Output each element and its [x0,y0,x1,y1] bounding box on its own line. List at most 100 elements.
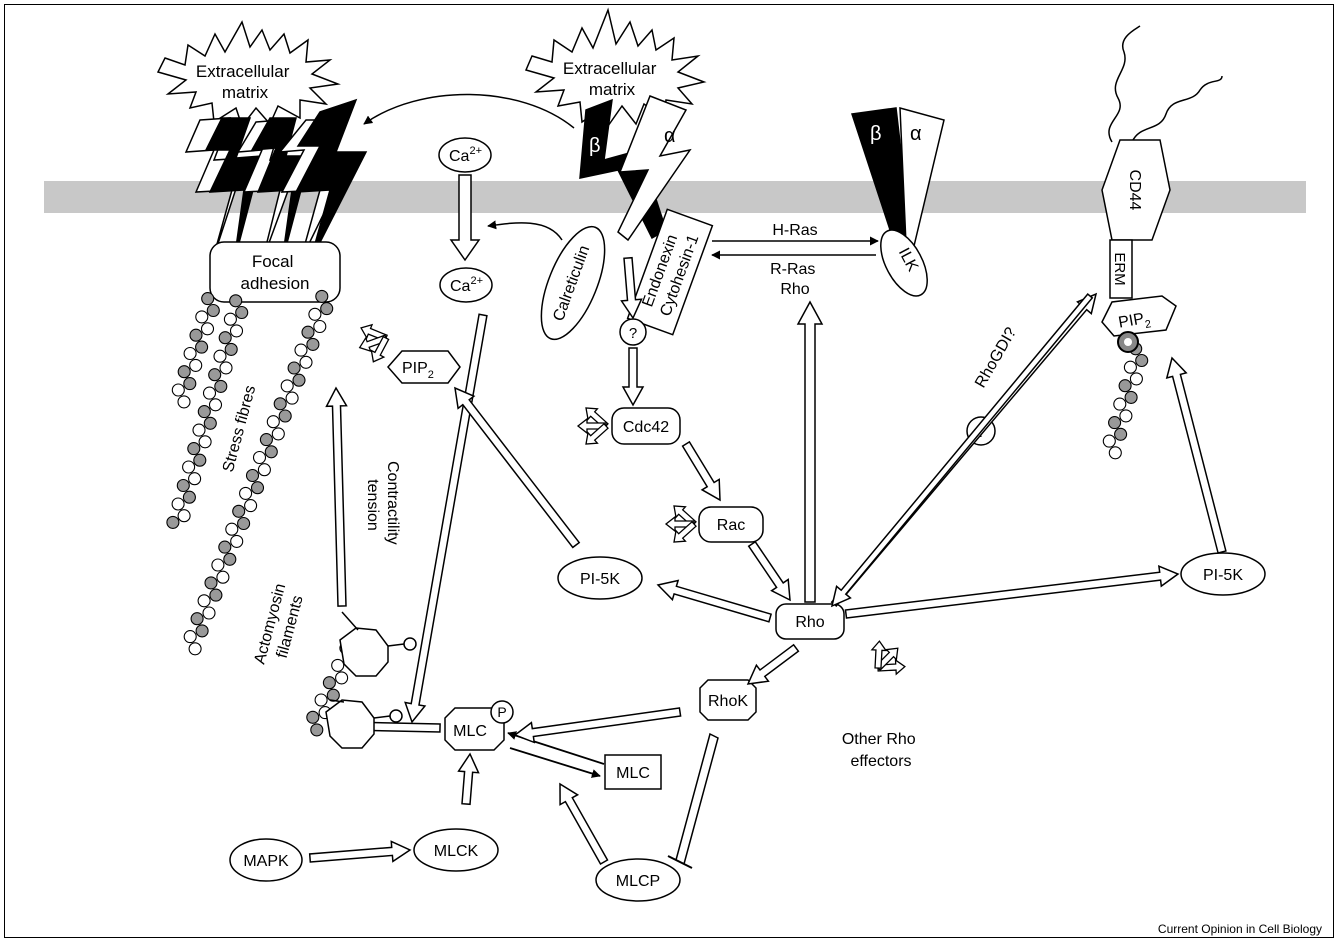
actin-bead [257,463,271,477]
actin-bead [195,340,209,354]
cdc42-label: Cdc42 [623,419,669,436]
pip2-left-node [387,350,461,384]
pip2-right-node [1101,295,1177,337]
actin-bead [1114,427,1128,441]
rras-label: R-Ras Rho [770,261,820,298]
effector-fan [358,323,390,363]
hollow-arrow [325,386,348,607]
actin-bead [299,355,313,369]
actin-bead [1102,434,1116,448]
actin-bead [271,427,285,441]
hollow-arrow [404,313,488,724]
rho-node [775,603,845,640]
mlcp-node [595,858,681,902]
hollow-arrow [747,540,791,602]
actin-bead [214,379,228,393]
actin-bead [189,328,203,342]
actin-bead [197,594,211,608]
fan-prong [370,335,390,363]
actin-bead [235,305,249,320]
fan-prong [673,520,697,543]
fan-prong [870,640,888,669]
hollow-arrow [513,707,682,744]
actin-bead [208,368,222,382]
actin-bead [166,515,180,529]
actin-bead [287,361,301,375]
actin-bead [195,310,209,324]
mlcp-label: MLCP [616,873,660,890]
hollow-arrows [308,174,1227,866]
figure-frame [4,4,1334,938]
actin-bead [202,606,216,620]
cd44-anchor-center [1124,338,1132,346]
actin-bead [203,416,217,430]
actin-bead [326,688,340,702]
actin-bead [188,472,202,486]
actin-bead [259,433,273,447]
actin-bead [285,391,299,405]
arrow-mlcp-to-mlc [509,747,601,778]
mlc-p-node [444,707,505,751]
actin-bead [250,481,265,495]
actin-bead [188,642,202,656]
erm-label: ERM [1111,252,1128,285]
actin-bead [200,322,215,336]
mapk-node [229,838,303,882]
actin-bead [315,289,329,303]
pi5k-right-node [1180,552,1266,596]
actin-bead [176,478,190,493]
hollow-arrow [796,300,824,603]
actin-bead [252,450,267,465]
actin-bead [192,423,206,437]
actin-bead [1118,379,1132,393]
beta-label-ilk: β [870,123,882,145]
cd44-body [1101,139,1171,241]
actin-bead [223,552,237,566]
pip2-left-label: PIP2 [402,360,434,381]
myosin-heads [325,611,417,749]
effector-fans [358,323,906,676]
actin-bead [294,343,308,357]
integrin-ilk [851,107,945,249]
ecm-burst-right [524,7,707,128]
actin-bead [1113,397,1127,411]
rhok-node [699,679,757,721]
mlc-p-label: MLC [453,723,487,740]
pi5k-left-node [557,556,643,600]
actin-bead [177,509,191,523]
hollow-arrow [681,440,721,502]
mlck-node [413,828,499,872]
actin-bead [206,303,220,318]
hollow-arrow [621,347,645,407]
ca-bottom-label: Ca2+ [450,275,483,295]
actin-bead [1124,390,1138,404]
actin-bead [1129,372,1143,386]
alpha-label-ilk: α [910,123,922,145]
actin-filaments [166,289,1149,737]
actin-bead [232,504,246,518]
contractility-label: Contractility tension [364,461,401,549]
beta-label-right: β [589,135,601,157]
actin-bead [209,588,223,602]
other-rho-label: Other Rho effectors [842,731,920,770]
alpha-label-right: α [664,125,676,147]
actin-bead [1108,446,1122,460]
actin-bead [195,624,209,638]
actin-bead [264,445,278,459]
actin-bead [190,612,204,626]
hollow-arrow [656,579,773,623]
phosphate-label: P [497,704,506,720]
actin-bead [197,405,211,419]
actin-bead [225,522,239,536]
stress-fibres-label: Stress fibres [220,384,259,474]
actin-bead [187,442,201,456]
actin-bead [237,516,251,531]
actin-bead [202,386,217,400]
actin-bead [219,361,233,375]
actin-bead [230,534,244,548]
hras-label: H-Ras [772,222,817,239]
actin-bead [301,325,315,339]
actin-bead [213,349,227,363]
actin-bead [183,630,197,644]
arrow-ecm-to-focal [363,93,575,129]
